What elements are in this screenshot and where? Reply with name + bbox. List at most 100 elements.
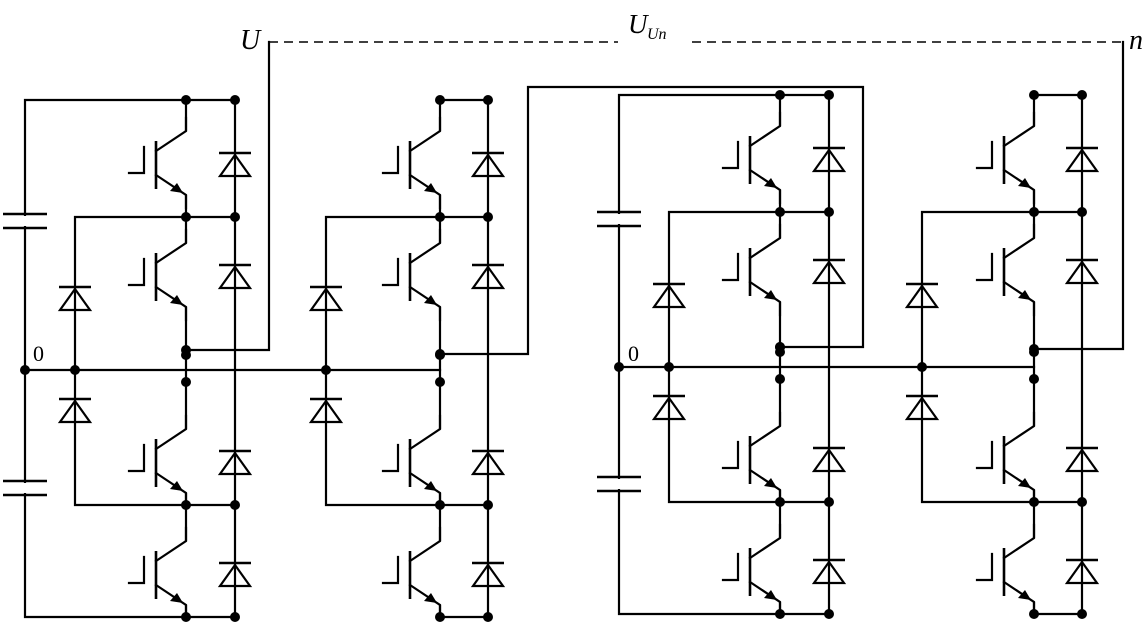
voltage-subscript: Un: [647, 26, 667, 43]
diode-triangle: [904, 284, 940, 309]
junction-dot: [1029, 609, 1039, 619]
junction-dot: [230, 612, 240, 622]
freewheel-diode: [811, 146, 847, 173]
diode-triangle: [811, 148, 847, 173]
junction-dot: [1029, 497, 1039, 507]
diode-triangle: [1064, 560, 1100, 585]
dc-capacitor: [597, 475, 641, 493]
igbt-switch: [381, 228, 442, 322]
igbt-collector: [408, 414, 442, 451]
dc-capacitor: [597, 210, 641, 228]
igbt-gate: [381, 257, 400, 287]
igbt-collector: [1002, 411, 1036, 448]
igbt-emitter-arrow: [1018, 478, 1031, 488]
junction-dot: [1029, 374, 1039, 384]
dc-capacitor: [3, 479, 47, 497]
capacitor-gap: [616, 214, 622, 224]
clamp-diode: [308, 397, 344, 424]
igbt-emitter-arrow: [1018, 590, 1031, 600]
igbt-switch: [127, 414, 188, 508]
freewheel-column: [1032, 93, 1084, 616]
igbt-emitter-arrow: [424, 295, 437, 305]
junction-dot: [181, 95, 191, 105]
junction-dot: [435, 212, 445, 222]
junction-dot: [775, 90, 785, 100]
junction-dot: [181, 212, 191, 222]
igbt-emitter-arrow: [764, 290, 777, 300]
diode-triangle: [308, 287, 344, 312]
components: [3, 111, 1100, 620]
igbt-collector: [154, 414, 188, 451]
igbt-collector: [748, 411, 782, 448]
igbt-collector: [154, 116, 188, 153]
neutral-point-label-right: 0: [628, 341, 639, 366]
igbt-emitter-arrow: [764, 478, 777, 488]
junction-dots: [20, 90, 1087, 622]
igbt-emitter-arrow: [764, 178, 777, 188]
igbt-switch: [975, 223, 1036, 317]
igbt-gate: [975, 440, 994, 470]
voltage-label: U: [628, 9, 649, 39]
junction-dot: [824, 609, 834, 619]
junction-dot: [181, 612, 191, 622]
switch-gap: [438, 429, 442, 493]
igbt-emitter: [154, 173, 188, 210]
igbt-gate: [721, 252, 740, 282]
junction-dot: [483, 95, 493, 105]
terminal-u-label: U: [240, 25, 262, 56]
igbt-switch: [381, 526, 442, 620]
igbt-gate: [975, 252, 994, 282]
diode-triangle: [217, 563, 253, 588]
igbt-gate: [381, 145, 400, 175]
switch-gap: [438, 131, 442, 195]
igbt-collector: [748, 223, 782, 260]
junction-dot: [1077, 90, 1087, 100]
diode-triangle: [217, 265, 253, 290]
junction-dot: [1077, 207, 1087, 217]
igbt-gate: [975, 140, 994, 170]
junction-dot: [435, 377, 445, 387]
clamp-branch: [667, 210, 782, 504]
junction-dot: [1029, 344, 1039, 354]
igbt-gate: [975, 552, 994, 582]
freewheel-column: [778, 93, 831, 616]
clamp-branch: [73, 215, 188, 507]
diode-triangle: [217, 153, 253, 178]
junction-dot: [181, 345, 191, 355]
igbt-collector: [748, 523, 782, 560]
diode-triangle: [308, 399, 344, 424]
igbt-emitter: [748, 168, 782, 205]
igbt-emitter-arrow: [170, 295, 183, 305]
clamp-diode: [57, 285, 93, 312]
clamp-diode: [57, 397, 93, 424]
diode-triangle: [470, 265, 506, 290]
igbt-emitter: [1002, 168, 1036, 205]
igbt-switch: [127, 526, 188, 620]
junction-dot: [435, 349, 445, 359]
diode-triangle: [651, 396, 687, 421]
igbt-collector: [1002, 111, 1036, 148]
dc-bus-rail: [23, 98, 188, 619]
junction-dot: [435, 500, 445, 510]
diode-triangle: [470, 153, 506, 178]
junction-dot: [775, 374, 785, 384]
clamp-diode: [651, 394, 687, 421]
diode-triangle: [811, 448, 847, 473]
junction-dot: [614, 362, 624, 372]
junction-dot: [483, 612, 493, 622]
diode-triangle: [1064, 260, 1100, 285]
diode-triangle: [904, 396, 940, 421]
freewheel-diode: [217, 263, 253, 290]
igbt-emitter: [408, 285, 442, 322]
clamp-diode: [308, 285, 344, 312]
igbt-gate: [127, 443, 146, 473]
freewheel-column: [184, 98, 237, 619]
junction-dot: [230, 212, 240, 222]
freewheel-diode: [470, 449, 506, 476]
igbt-collector: [154, 526, 188, 563]
igbt-gate: [127, 555, 146, 585]
freewheel-diode: [470, 151, 506, 178]
switch-gap: [184, 429, 188, 493]
igbt-switch: [721, 411, 782, 505]
freewheel-diode: [470, 263, 506, 290]
